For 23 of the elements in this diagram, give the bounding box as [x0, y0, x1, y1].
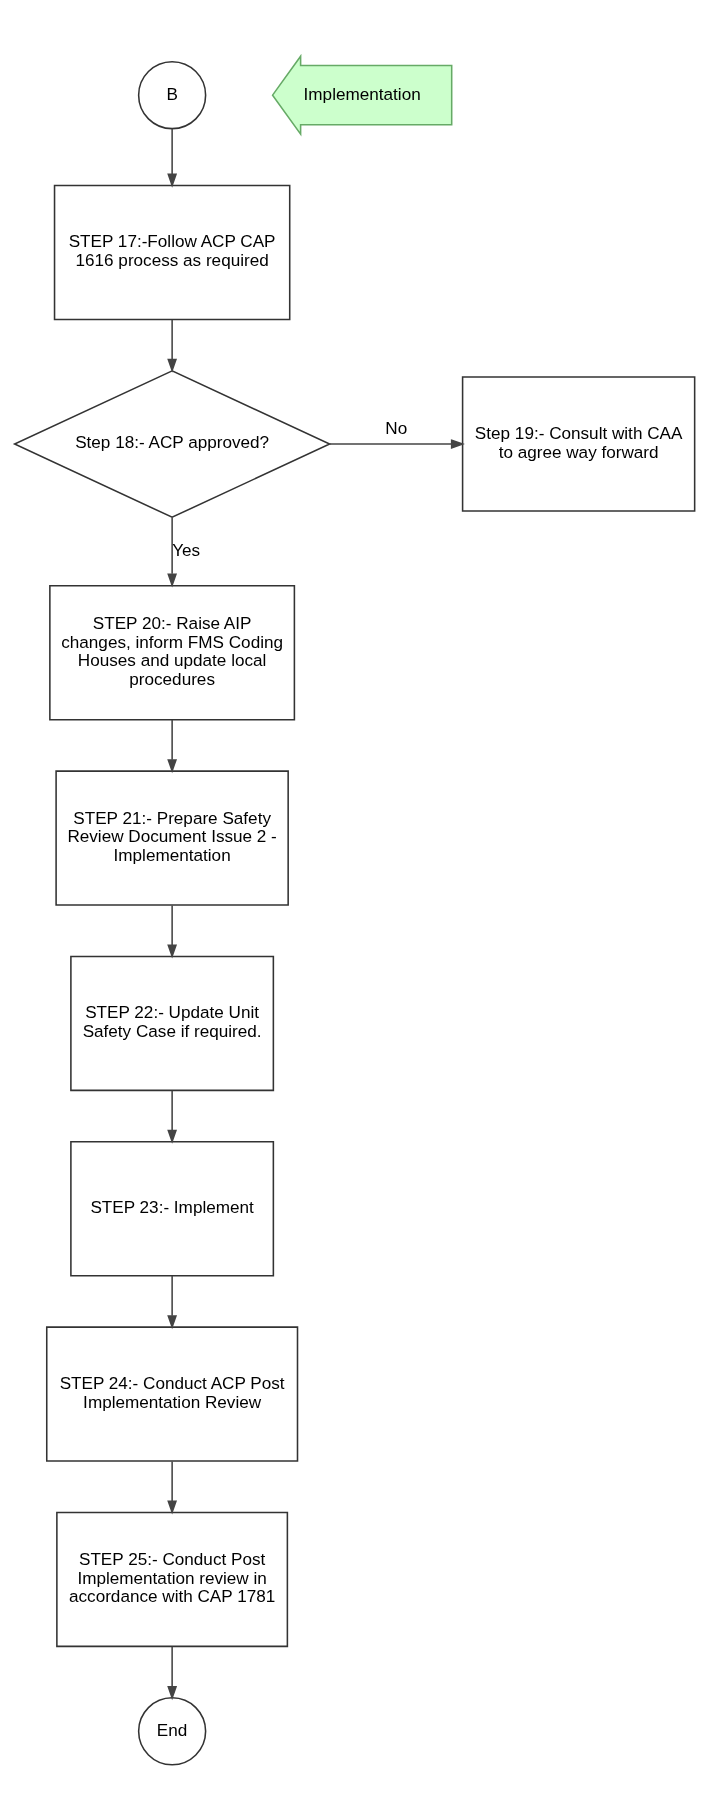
node-box: STEP 22:- Update Unit Safety Case if required. [70, 955, 275, 1091]
node-circle: B [137, 60, 207, 129]
arrow [167, 1274, 178, 1329]
node-box: STEP 17:-Follow ACP CAP 1616 process as required [53, 184, 291, 320]
node-box: STEP 23:- Implement [70, 1140, 275, 1276]
edge-label: Yes [172, 539, 201, 560]
node-diamond: Step 18:- ACP approved? [12, 369, 332, 518]
arrow [167, 1460, 178, 1515]
arrow [167, 127, 178, 188]
arrow [167, 718, 178, 773]
node-box: STEP 25:- Conduct Post Implementation review in accordance with CAP 1781 [56, 1511, 289, 1647]
arrow [167, 1645, 178, 1700]
arrow [167, 1089, 178, 1144]
node-circle: End [137, 1696, 207, 1766]
node-box: STEP 21:- Prepare Safety Review Document Issue 2 - Implementation [55, 769, 289, 906]
edge-label: No [385, 417, 408, 438]
arrow [329, 438, 465, 449]
arrow [167, 904, 178, 959]
arrow [167, 318, 178, 373]
node-box: STEP 20:- Raise AIP changes, inform FMS Coding Houses and update local procedures [49, 584, 296, 720]
arrow [167, 516, 178, 588]
node-box: STEP 24:- Conduct ACP Post Implementation Review [45, 1325, 299, 1462]
node-box: Step 19:- Consult with CAA to agree way forward [461, 375, 696, 512]
